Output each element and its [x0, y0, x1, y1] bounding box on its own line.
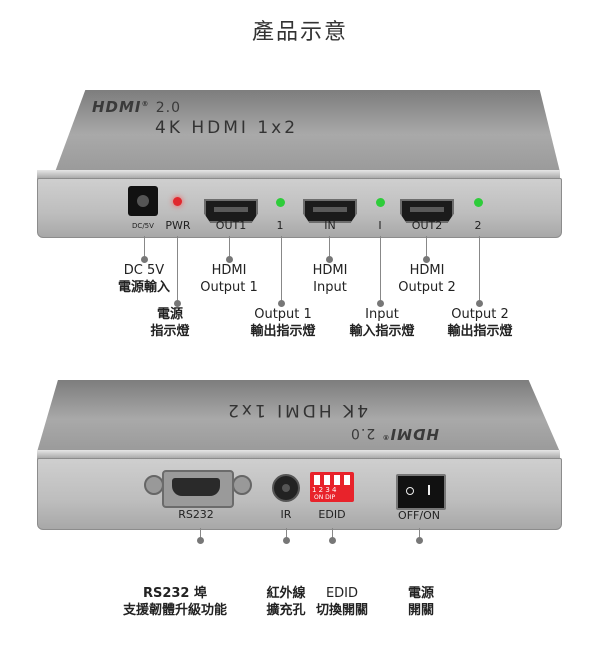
- ir-label: IR: [280, 508, 292, 521]
- callout-dot: [329, 537, 336, 544]
- model-text: 4K HDMI 1x2: [155, 118, 299, 138]
- out1-label: OUT1: [215, 219, 247, 232]
- edid-dip-switch[interactable]: 1 2 3 4 ON DIP: [310, 472, 354, 502]
- callout-dot: [141, 256, 148, 263]
- back-device-top: [37, 380, 560, 452]
- back-hdmi-logo: HDMI® 2.0: [350, 425, 440, 443]
- dc-port-label: DC/5V: [132, 222, 154, 230]
- front-panel: [37, 178, 562, 238]
- hdmi-output-2-port[interactable]: [400, 199, 454, 223]
- callout-dot: [174, 300, 181, 307]
- callout-line: [229, 236, 230, 260]
- out2-label: OUT2: [411, 219, 443, 232]
- edid-label: EDID: [318, 508, 346, 521]
- back-model-text: 4K HDMI 1x2: [225, 400, 369, 420]
- callout-dot: [326, 256, 333, 263]
- power-rocker-switch[interactable]: [396, 474, 446, 510]
- callout-power-switch: 電源開關: [407, 586, 434, 618]
- rs232-port[interactable]: [162, 470, 234, 508]
- back-device-edge: [37, 450, 560, 460]
- power-led: [173, 197, 182, 206]
- output-1-led: [276, 198, 285, 207]
- callout-line: [332, 528, 333, 541]
- callout-line: [144, 236, 145, 260]
- output-2-led: [474, 198, 483, 207]
- ledi-label: I: [378, 219, 382, 232]
- rs232-screw-right: [232, 475, 252, 495]
- callout-ir: 紅外線擴充孔: [266, 586, 306, 618]
- callout-dot: [377, 300, 384, 307]
- callout-line: [329, 236, 330, 260]
- input-led: [376, 198, 385, 207]
- callout-line: [380, 236, 381, 304]
- callout-dot: [476, 300, 483, 307]
- callout-line: [177, 236, 178, 304]
- callout-dot: [416, 537, 423, 544]
- hdmi-input-port[interactable]: [303, 199, 357, 223]
- callout-dot: [197, 537, 204, 544]
- callout-line: [286, 528, 287, 541]
- led1-label: 1: [276, 219, 284, 232]
- ir-port[interactable]: [272, 474, 300, 502]
- callout-dot: [283, 537, 290, 544]
- callout-dot: [278, 300, 285, 307]
- led2-label: 2: [474, 219, 482, 232]
- callout-line: [479, 236, 480, 304]
- front-device-edge: [37, 170, 560, 180]
- callout-rs232: RS232 埠支援韌體升級功能: [122, 586, 227, 618]
- front-device-top: [55, 90, 560, 172]
- callout-line: [281, 236, 282, 304]
- hdmi-output-1-port[interactable]: [204, 199, 258, 223]
- callout-dot: [423, 256, 430, 263]
- dip-text: ON DIP: [314, 494, 336, 501]
- dc-power-jack[interactable]: [128, 186, 158, 216]
- pwr-label: PWR: [165, 219, 191, 232]
- callout-line: [200, 528, 201, 541]
- hdmi-logo: HDMI® 2.0: [92, 98, 182, 116]
- switch-label: OFF/ON: [398, 509, 440, 522]
- rs232-label: RS232: [178, 508, 214, 521]
- callout-line: [426, 236, 427, 260]
- callout-power-led: 電源指示燈: [150, 307, 190, 339]
- callout-dot: [226, 256, 233, 263]
- callout-line: [419, 528, 420, 541]
- in-label: IN: [324, 219, 336, 232]
- page-title: 產品示意: [251, 20, 348, 45]
- dip-numbers: 1 2 3 4: [312, 486, 337, 494]
- rs232-screw-left: [144, 475, 164, 495]
- back-panel: [37, 458, 562, 530]
